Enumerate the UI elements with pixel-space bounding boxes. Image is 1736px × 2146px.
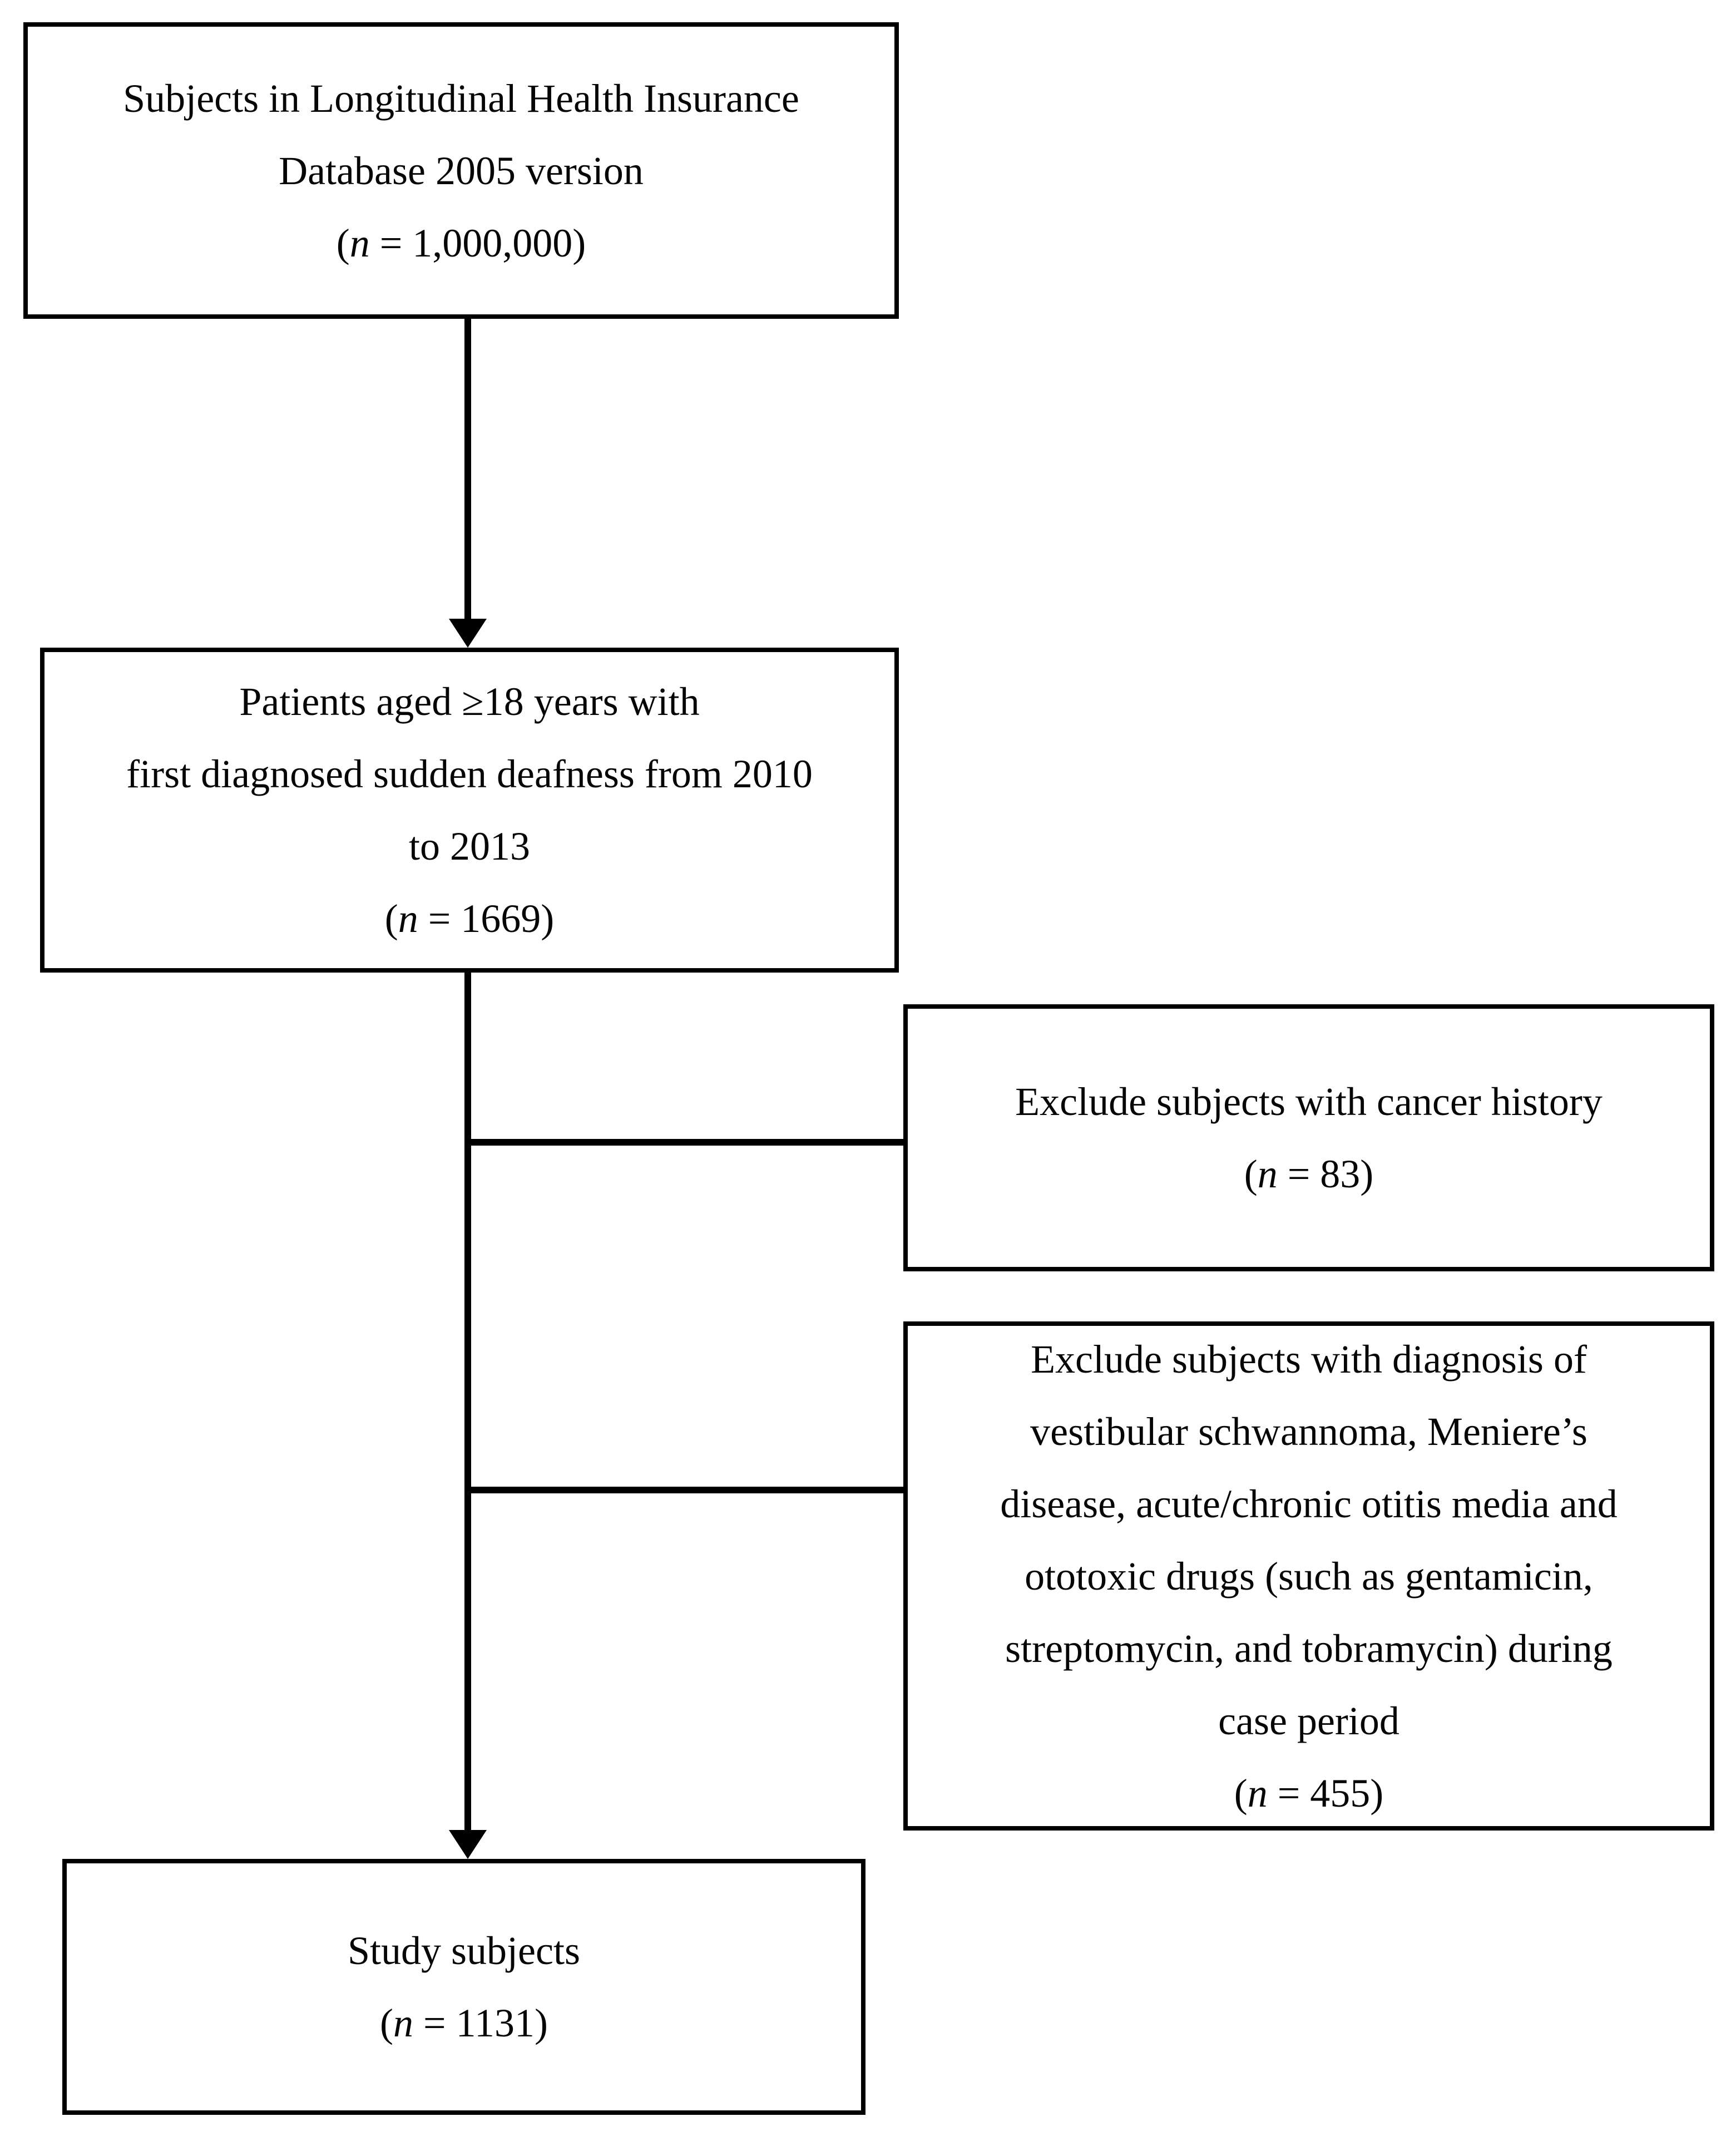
box-text-line: streptomycin, and tobramycin) during: [1005, 1626, 1613, 1671]
box-text-line: Exclude subjects with cancer history: [1015, 1079, 1603, 1124]
box-exclude-cancer-history: Exclude subjects with cancer history (n …: [903, 1004, 1714, 1271]
box-text-line: Study subjects: [347, 1928, 580, 1973]
box-n-count: (n = 1669): [384, 896, 555, 941]
box-n-count: (n = 1,000,000): [336, 220, 586, 265]
box-text-line: Database 2005 version: [279, 148, 644, 193]
box-n-count: (n = 1131): [380, 2001, 548, 2045]
box-text-line: disease, acute/chronic otitis media and: [1000, 1481, 1618, 1526]
branch-to-exclude-cancer: [464, 1139, 903, 1146]
arrow-eligible-to-study-shaft: [464, 973, 471, 1832]
arrowhead-down-icon: [449, 1830, 487, 1859]
box-database-source: Subjects in Longitudinal Health Insuranc…: [23, 22, 899, 319]
box-study-subjects: Study subjects (n = 1131): [62, 1859, 865, 2115]
box-text-line: case period: [1218, 1698, 1399, 1743]
box-text-line: vestibular schwannoma, Meniere’s: [1030, 1409, 1587, 1454]
box-text-line: Exclude subjects with diagnosis of: [1031, 1336, 1587, 1382]
box-exclude-diagnosis: Exclude subjects with diagnosis of vesti…: [903, 1321, 1714, 1831]
box-text-line: first diagnosed sudden deafness from 201…: [126, 752, 813, 796]
box-text-line: ototoxic drugs (such as gentamicin,: [1025, 1553, 1593, 1599]
box-text-line: Patients aged ≥18 years with: [239, 679, 700, 724]
box-text-line: Subjects in Longitudinal Health Insuranc…: [123, 76, 799, 121]
box-eligible-patients: Patients aged ≥18 years with first diagn…: [40, 648, 899, 973]
arrow-source-to-eligible-shaft: [464, 319, 471, 621]
box-n-count: (n = 83): [1244, 1152, 1374, 1196]
box-n-count: (n = 455): [1234, 1770, 1384, 1816]
branch-to-exclude-diagnosis: [464, 1487, 903, 1493]
arrowhead-down-icon: [449, 619, 487, 648]
box-text-line: to 2013: [408, 824, 530, 869]
